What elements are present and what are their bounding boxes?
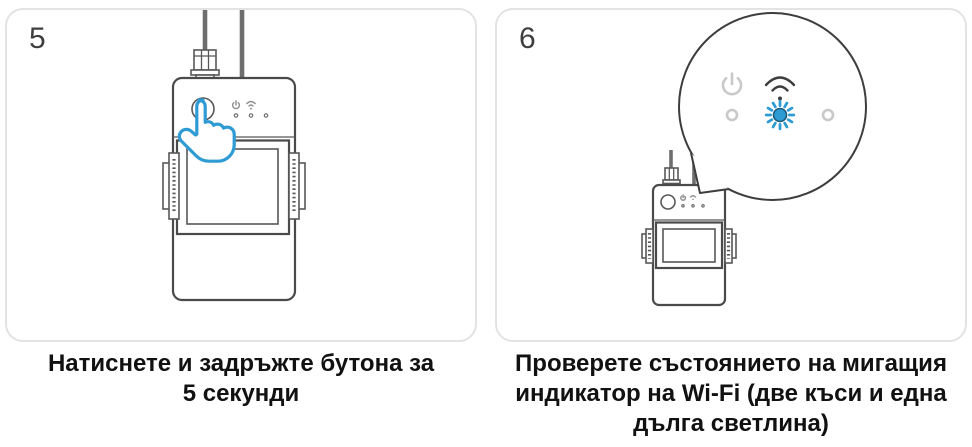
- wifi-icon: [764, 76, 796, 101]
- led-off-icon: [681, 204, 685, 208]
- step-5-illustration: [162, 10, 306, 334]
- smart-switch-device-small: [641, 147, 737, 329]
- magnifier-bubble: [678, 12, 867, 201]
- wifi-led-blinking-icon: [764, 99, 796, 131]
- caption-line: дълга светлина): [633, 410, 829, 437]
- led-off-icon: [821, 108, 835, 122]
- din-clip-right: [288, 152, 306, 220]
- tap-hand-icon: [177, 98, 236, 163]
- led-off-icon: [248, 113, 254, 118]
- step-number-5: 5: [29, 22, 46, 55]
- wifi-icon: [246, 100, 256, 110]
- din-clip-left: [641, 228, 654, 264]
- step-5-card: 5: [5, 8, 477, 342]
- smart-switch-device: [162, 10, 306, 334]
- power-icon: [680, 194, 687, 201]
- power-icon: [721, 72, 743, 96]
- step-6-caption: Проверете състоянието на мигащия индикат…: [495, 349, 967, 439]
- led-off-icon: [691, 204, 695, 208]
- cable-gland: [662, 167, 681, 185]
- din-clip-left: [162, 152, 180, 220]
- cable-gland: [190, 49, 220, 80]
- power-icon: [231, 100, 241, 110]
- step-6-card: 6: [495, 8, 967, 342]
- led-off-icon: [263, 113, 269, 118]
- front-screen: [662, 228, 716, 263]
- caption-line: индикатор на Wi-Fi (две къси и една: [515, 380, 947, 407]
- led-off-icon: [725, 108, 739, 122]
- caption-line: 5 секунди: [182, 380, 300, 407]
- caption-line: Проверете състоянието на мигащия: [515, 350, 947, 377]
- led-off-icon: [233, 113, 239, 118]
- led-off-icon: [701, 204, 705, 208]
- step-5-caption: Натиснете и задръжте бутона за 5 секунди: [5, 349, 477, 409]
- caption-line: Натиснете и задръжте бутона за: [47, 350, 435, 377]
- pairing-button: [660, 194, 676, 210]
- step-number-6: 6: [519, 22, 536, 55]
- step-6-illustration: [641, 12, 867, 329]
- wifi-icon: [689, 195, 697, 201]
- din-clip-right: [724, 228, 737, 264]
